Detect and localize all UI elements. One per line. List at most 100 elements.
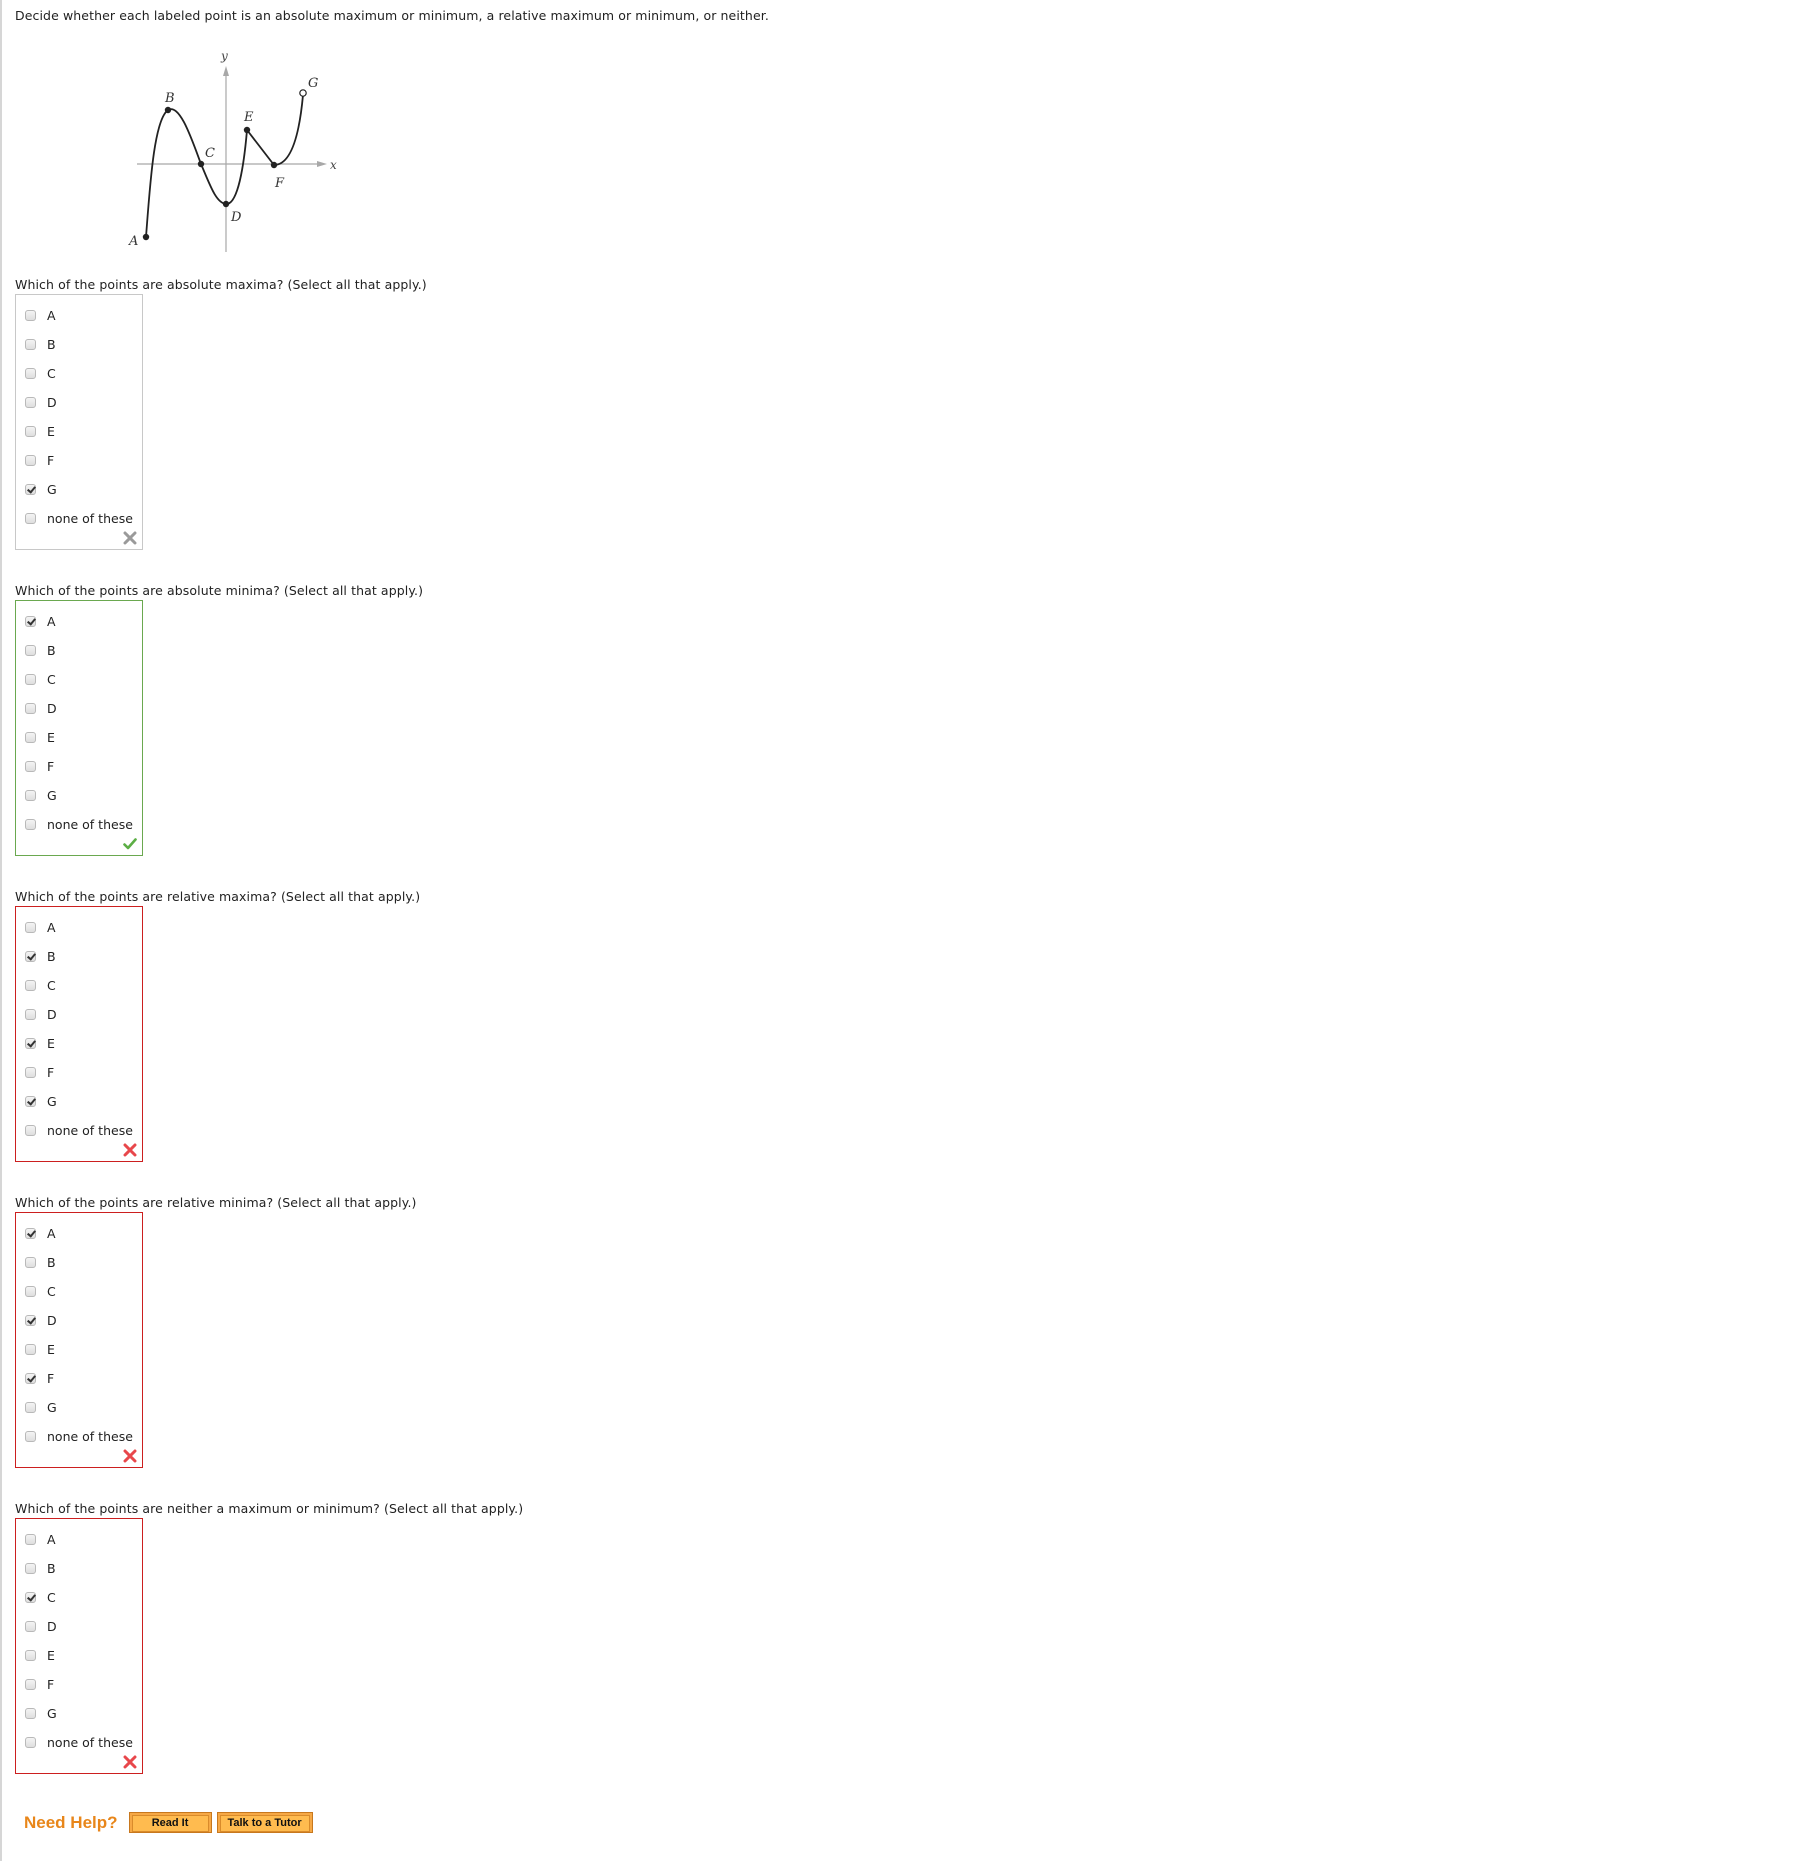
checkbox[interactable] <box>25 703 36 714</box>
checkbox-checked[interactable] <box>25 1096 36 1107</box>
read-it-button-label: Read It <box>131 1815 209 1832</box>
checkbox-checked[interactable] <box>25 1228 36 1239</box>
checkbox-checked[interactable] <box>25 484 36 495</box>
choice-option[interactable]: D <box>16 1306 142 1335</box>
checkbox[interactable] <box>25 922 36 933</box>
checkbox[interactable] <box>25 1708 36 1719</box>
choice-option[interactable]: B <box>16 330 142 359</box>
checkbox[interactable] <box>25 1344 36 1355</box>
choice-option[interactable]: E <box>16 417 142 446</box>
choice-option[interactable]: F <box>16 446 142 475</box>
choice-option[interactable]: A <box>16 607 142 636</box>
checkbox[interactable] <box>25 674 36 685</box>
choice-label: E <box>47 424 55 439</box>
checkbox[interactable] <box>25 1737 36 1748</box>
talk-to-tutor-button[interactable]: Talk to a Tutor <box>216 1812 313 1833</box>
choice-option[interactable]: C <box>16 1277 142 1306</box>
choice-option[interactable]: E <box>16 1641 142 1670</box>
choice-option[interactable]: B <box>16 636 142 665</box>
label-d: D <box>230 210 242 225</box>
choice-option[interactable]: E <box>16 1335 142 1364</box>
choice-option[interactable]: G <box>16 1393 142 1422</box>
question-group-3: Which of the points are relative maxima?… <box>15 888 420 1162</box>
checkbox[interactable] <box>25 397 36 408</box>
checkbox[interactable] <box>25 339 36 350</box>
choice-label: none of these <box>47 1429 133 1444</box>
checkbox-checked[interactable] <box>25 616 36 627</box>
checkbox-checked[interactable] <box>25 1592 36 1603</box>
checkbox[interactable] <box>25 761 36 772</box>
choice-option[interactable]: D <box>16 1612 142 1641</box>
choice-option[interactable]: A <box>16 1219 142 1248</box>
checkbox-checked[interactable] <box>25 1373 36 1384</box>
need-help-label: Need Help? <box>24 1812 118 1832</box>
checkbox[interactable] <box>25 455 36 466</box>
choice-option[interactable]: A <box>16 913 142 942</box>
checkbox-checked[interactable] <box>25 951 36 962</box>
checkbox[interactable] <box>25 1402 36 1413</box>
choice-option[interactable]: E <box>16 723 142 752</box>
choice-option[interactable]: none of these <box>16 810 142 839</box>
graph-points <box>142 89 307 241</box>
checkbox[interactable] <box>25 732 36 743</box>
choice-option[interactable]: B <box>16 1248 142 1277</box>
checkbox[interactable] <box>25 1009 36 1020</box>
choice-option[interactable]: F <box>16 752 142 781</box>
axes <box>137 66 327 252</box>
read-it-button[interactable]: Read It <box>128 1812 212 1833</box>
choice-option[interactable]: F <box>16 1058 142 1087</box>
choice-label: A <box>47 1532 56 1547</box>
choice-label: C <box>47 366 56 381</box>
checkbox-checked[interactable] <box>25 1038 36 1049</box>
choice-option[interactable]: F <box>16 1670 142 1699</box>
checkbox[interactable] <box>25 1534 36 1545</box>
checkbox[interactable] <box>25 426 36 437</box>
choice-option[interactable]: B <box>16 942 142 971</box>
choice-label: G <box>47 1400 57 1415</box>
choice-option[interactable]: E <box>16 1029 142 1058</box>
checkbox[interactable] <box>25 645 36 656</box>
choice-option[interactable]: B <box>16 1554 142 1583</box>
checkbox[interactable] <box>25 819 36 830</box>
label-e: E <box>243 110 254 125</box>
checkbox[interactable] <box>25 1067 36 1078</box>
checkbox[interactable] <box>25 1679 36 1690</box>
checkbox[interactable] <box>25 1563 36 1574</box>
checkbox[interactable] <box>25 368 36 379</box>
function-graph: y x A B C D E F G <box>128 49 337 252</box>
choice-option[interactable]: C <box>16 359 142 388</box>
choice-option[interactable]: D <box>16 388 142 417</box>
choice-option[interactable]: F <box>16 1364 142 1393</box>
choice-option[interactable]: none of these <box>16 1422 142 1451</box>
choice-label: F <box>47 759 55 774</box>
choice-option[interactable]: G <box>16 475 142 504</box>
choice-label: A <box>47 1226 56 1241</box>
checkbox[interactable] <box>25 790 36 801</box>
point-a-dot <box>142 233 150 241</box>
choice-option[interactable]: C <box>16 971 142 1000</box>
choice-label: C <box>47 672 56 687</box>
checkbox-checked[interactable] <box>25 1315 36 1326</box>
choice-option[interactable]: G <box>16 1699 142 1728</box>
choice-option[interactable]: G <box>16 781 142 810</box>
choice-option[interactable]: C <box>16 665 142 694</box>
choice-option[interactable]: A <box>16 301 142 330</box>
checkbox[interactable] <box>25 1125 36 1136</box>
checkbox[interactable] <box>25 1286 36 1297</box>
choice-option[interactable]: none of these <box>16 1116 142 1145</box>
checkbox[interactable] <box>25 1650 36 1661</box>
checkbox[interactable] <box>25 513 36 524</box>
checkbox[interactable] <box>25 980 36 991</box>
choice-option[interactable]: none of these <box>16 504 142 533</box>
choice-option[interactable]: D <box>16 1000 142 1029</box>
checkbox[interactable] <box>25 1257 36 1268</box>
checkbox[interactable] <box>25 1621 36 1632</box>
choice-option[interactable]: C <box>16 1583 142 1612</box>
choice-option[interactable]: A <box>16 1525 142 1554</box>
checkbox[interactable] <box>25 310 36 321</box>
choice-option[interactable]: G <box>16 1087 142 1116</box>
checkbox[interactable] <box>25 1431 36 1442</box>
choice-option[interactable]: D <box>16 694 142 723</box>
choice-option[interactable]: none of these <box>16 1728 142 1757</box>
choice-label: G <box>47 482 57 497</box>
